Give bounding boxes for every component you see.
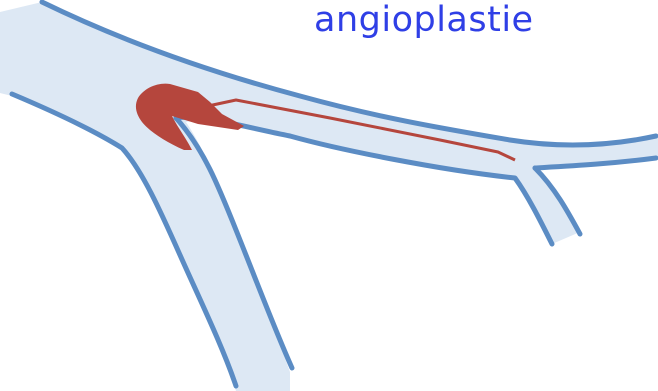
diagram-title: angioplastie — [314, 0, 534, 40]
